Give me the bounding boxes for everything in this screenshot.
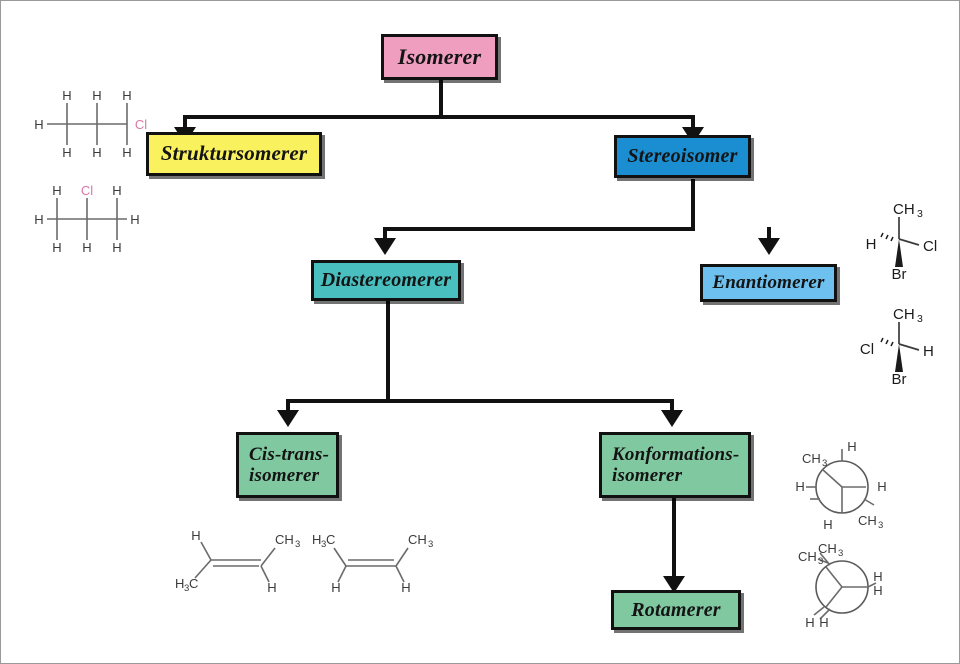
node-rotamerer[interactable]: Rotamerer — [611, 590, 741, 630]
node-cis-trans-isomerer[interactable]: Cis-trans- isomerer — [236, 432, 339, 498]
svg-text:CH: CH — [893, 201, 915, 218]
svg-text:H: H — [795, 479, 804, 494]
node-konformationsisomerer[interactable]: Konformations- isomerer — [599, 432, 751, 498]
svg-text:CH: CH — [893, 306, 915, 323]
structure-cis-2-butene: H 3 C CH 3 H H — [306, 526, 436, 595]
connector-to-stereo — [691, 115, 695, 131]
connector-to-enantio — [767, 227, 771, 242]
svg-text:H: H — [312, 532, 321, 547]
node-struktursomerer[interactable]: Struktursomerer — [146, 132, 322, 176]
connector-diastereo-stem — [386, 300, 390, 403]
svg-text:H: H — [175, 576, 184, 591]
svg-text:H: H — [122, 88, 131, 103]
svg-text:3: 3 — [838, 548, 843, 559]
svg-text:H: H — [873, 569, 882, 584]
svg-text:CH: CH — [798, 549, 817, 564]
arrowhead-diastereo — [374, 238, 396, 255]
node-enantiomerer-label: Enantiomerer — [712, 272, 825, 294]
arrowhead-enantio — [758, 238, 780, 255]
node-konformationsisomerer-label: Konformations- isomerer — [612, 443, 740, 486]
svg-text:3: 3 — [917, 208, 923, 220]
connector-level3-bar — [286, 399, 674, 403]
svg-text:C: C — [189, 576, 198, 591]
connector-isomerer-stem — [439, 79, 443, 119]
arrowhead-rotamerer — [663, 576, 685, 593]
connector-konformations-stem — [672, 498, 676, 582]
svg-text:3: 3 — [428, 539, 433, 550]
svg-text:H: H — [92, 88, 101, 103]
svg-text:3: 3 — [822, 458, 827, 469]
structure-trans-2-butene: H CH 3 H 3 C H — [171, 526, 301, 595]
svg-text:Cl: Cl — [923, 238, 937, 255]
node-diastereomerer[interactable]: Diastereomerer — [311, 260, 461, 301]
svg-text:CH: CH — [818, 541, 837, 556]
svg-text:H: H — [866, 236, 877, 253]
svg-text:H: H — [34, 212, 43, 227]
svg-text:H: H — [873, 583, 882, 598]
svg-text:C: C — [326, 532, 335, 547]
structure-newman-anti: CH 3 H H H H CH 3 — [795, 439, 888, 533]
node-rotamerer-label: Rotamerer — [631, 598, 721, 621]
connector-stereo-stem — [691, 179, 695, 231]
svg-text:H: H — [122, 145, 131, 160]
svg-text:H: H — [62, 88, 71, 103]
connector-to-diastereo — [383, 227, 387, 242]
svg-text:H: H — [847, 439, 856, 454]
svg-text:Br: Br — [892, 266, 907, 283]
svg-text:H: H — [92, 145, 101, 160]
svg-text:H: H — [34, 117, 43, 132]
svg-text:3: 3 — [878, 520, 883, 531]
svg-text:H: H — [267, 580, 276, 595]
svg-text:H: H — [130, 212, 139, 227]
structure-newman-eclipsed: CH 3 CH 3 H H H H — [796, 541, 888, 633]
svg-text:3: 3 — [818, 556, 823, 567]
structure-enantiomer-s: CH 3 Cl H Br — [857, 302, 941, 388]
node-isomerer-label: Isomerer — [397, 43, 482, 69]
connector-level1-bar — [183, 115, 695, 119]
svg-text:H: H — [823, 517, 832, 532]
node-diastereomerer-label: Diastereomerer — [320, 269, 452, 292]
svg-text:H: H — [191, 528, 200, 543]
connector-level2-bar — [383, 227, 695, 231]
svg-text:CH: CH — [275, 532, 294, 547]
svg-text:CH: CH — [802, 451, 821, 466]
connector-to-konformations — [670, 399, 674, 414]
node-cis-trans-isomerer-label: Cis-trans- isomerer — [249, 443, 330, 486]
node-stereoisomer-label: Stereoisomer — [627, 145, 738, 168]
svg-text:H: H — [112, 240, 121, 255]
arrowhead-cistrans — [277, 410, 299, 427]
svg-text:CH: CH — [858, 513, 877, 528]
svg-text:H: H — [52, 240, 61, 255]
svg-text:3: 3 — [321, 539, 326, 550]
node-enantiomerer[interactable]: Enantiomerer — [700, 264, 837, 302]
svg-text:Cl: Cl — [81, 183, 93, 198]
svg-text:Cl: Cl — [135, 117, 147, 132]
structure-1-chloropropane: H H H H H H H Cl — [17, 88, 157, 160]
svg-text:3: 3 — [295, 539, 300, 550]
svg-text:H: H — [877, 479, 886, 494]
svg-text:H: H — [401, 580, 410, 595]
svg-text:H: H — [82, 240, 91, 255]
node-isomerer[interactable]: Isomerer — [381, 34, 498, 80]
svg-text:H: H — [819, 615, 828, 630]
structure-enantiomer-r: CH 3 H Cl Br — [857, 197, 941, 283]
connector-to-cistrans — [286, 399, 290, 414]
svg-text:Cl: Cl — [860, 341, 874, 358]
structure-2-chloropropane: H H Cl H H H H H — [17, 183, 157, 255]
svg-text:CH: CH — [408, 532, 427, 547]
svg-text:H: H — [805, 615, 814, 630]
svg-text:H: H — [112, 183, 121, 198]
svg-text:H: H — [923, 343, 934, 360]
svg-text:Br: Br — [892, 371, 907, 388]
connector-to-struktur — [183, 115, 187, 131]
svg-text:H: H — [331, 580, 340, 595]
node-struktursomerer-label: Struktursomerer — [160, 141, 308, 166]
svg-text:H: H — [52, 183, 61, 198]
arrowhead-konformations — [661, 410, 683, 427]
node-stereoisomer[interactable]: Stereoisomer — [614, 135, 751, 178]
svg-text:3: 3 — [184, 583, 189, 594]
svg-text:3: 3 — [917, 313, 923, 325]
svg-text:H: H — [62, 145, 71, 160]
